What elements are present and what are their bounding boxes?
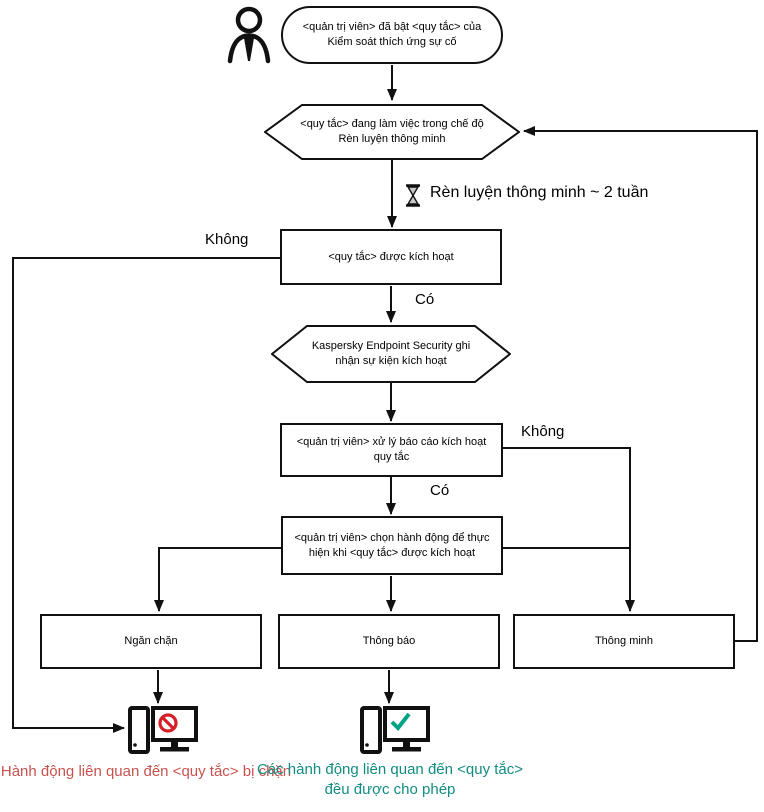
node-action-notify: Thông báo	[278, 614, 500, 669]
node-event-logged: Kaspersky Endpoint Security ghi nhận sự …	[271, 325, 511, 383]
node-action-smart-label: Thông minh	[594, 635, 654, 648]
label-no-right: Không	[519, 423, 567, 440]
node-admin-report-label: <quản trị viên> xử lý báo cáo kích hoạt …	[296, 436, 487, 463]
check-icon	[390, 712, 411, 732]
label-no-left: Không	[203, 231, 251, 248]
caption-blocked: Hành động liên quan đến <quy tắc> bị chặ…	[0, 763, 292, 780]
node-admin-action-label: <quản trị viên> chọn hành động để thực h…	[294, 531, 490, 559]
hourglass-icon	[406, 184, 420, 207]
node-training-mode-label: <quy tắc> đang làm việc trong chế độ Rèn…	[300, 118, 484, 145]
computer-blocked-icon	[128, 706, 198, 754]
node-action-smart: Thông minh	[513, 614, 735, 669]
hexagon-shape	[264, 104, 520, 160]
node-start-label: <quản trị viên> đã bật <quy tắc> của Kiể…	[302, 21, 482, 48]
node-action-block-label: Ngăn chặn	[124, 635, 178, 648]
training-duration-label: Rèn luyện thông minh ~ 2 tuần	[428, 184, 651, 202]
caption-allowed: Các hành động liên quan đến <quy tắc> đề…	[256, 761, 524, 798]
label-yes-top: Có	[413, 291, 437, 308]
node-action-block: Ngăn chặn	[40, 614, 262, 669]
node-admin-action: <quản trị viên> chọn hành động để thực h…	[281, 516, 503, 575]
prohibition-icon	[158, 713, 178, 733]
node-rule-triggered-label: <quy tắc> được kích hoạt	[328, 250, 454, 263]
node-event-logged-label: Kaspersky Endpoint Security ghi nhận sự …	[311, 340, 471, 367]
node-start: <quản trị viên> đã bật <quy tắc> của Kiể…	[281, 6, 503, 64]
person-icon	[227, 6, 271, 64]
node-training-mode: <quy tắc> đang làm việc trong chế độ Rèn…	[264, 104, 520, 160]
node-admin-report: <quản trị viên> xử lý báo cáo kích hoạt …	[280, 423, 503, 477]
label-yes-bottom: Có	[428, 482, 452, 499]
computer-allowed-icon	[360, 706, 430, 754]
node-rule-triggered: <quy tắc> được kích hoạt	[280, 229, 502, 285]
node-action-notify-label: Thông báo	[362, 635, 416, 648]
hexagon-shape	[271, 325, 511, 383]
